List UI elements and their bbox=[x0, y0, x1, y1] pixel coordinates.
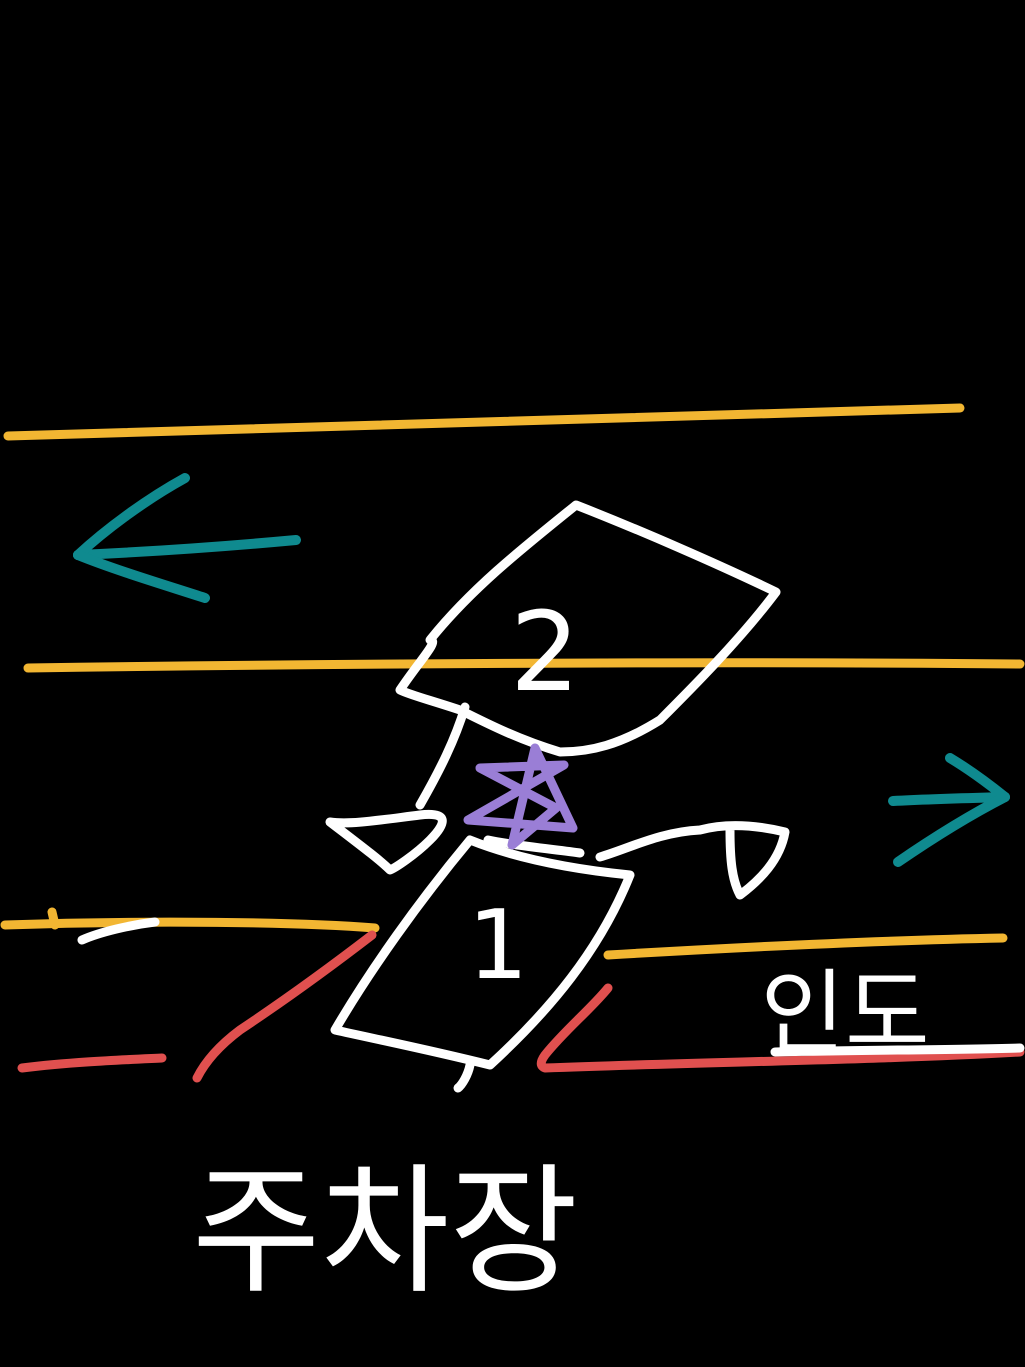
direction-arrows bbox=[73, 473, 1010, 867]
arrow-left-icon bbox=[73, 473, 301, 603]
lane-line-middle bbox=[23, 658, 1025, 673]
curb-left-bottom bbox=[17, 1053, 167, 1073]
curb-left-diagonal bbox=[192, 930, 377, 1083]
small-dash-left bbox=[77, 917, 160, 945]
lane-line-bottom-left bbox=[0, 917, 380, 933]
curb-lines bbox=[17, 930, 1025, 1083]
parking-lot-label: 주차장 bbox=[192, 1151, 578, 1314]
curb-right bbox=[536, 983, 1025, 1073]
star-icon bbox=[463, 743, 578, 850]
connector-line-2 bbox=[483, 835, 585, 858]
lane-lines bbox=[0, 403, 1025, 960]
left-wing-shape bbox=[325, 809, 447, 875]
lane-line-bottom-right bbox=[603, 933, 1008, 960]
car-1-tail bbox=[453, 1060, 475, 1093]
car-1-outline bbox=[330, 835, 635, 1070]
car-2-label: 2 bbox=[510, 588, 580, 716]
arrow-right-icon bbox=[888, 753, 1010, 867]
connector-line-1 bbox=[415, 702, 470, 810]
vehicles bbox=[77, 500, 1025, 1093]
sidewalk-underline bbox=[770, 1043, 1025, 1057]
right-wing-shape bbox=[595, 821, 790, 900]
sidewalk-label: 인도 bbox=[760, 960, 929, 1067]
lane-line-top bbox=[3, 403, 965, 441]
car-2-outline bbox=[395, 500, 781, 757]
car-1-label: 1 bbox=[468, 891, 528, 1001]
lane-line-bottom-left-tick bbox=[47, 907, 60, 930]
